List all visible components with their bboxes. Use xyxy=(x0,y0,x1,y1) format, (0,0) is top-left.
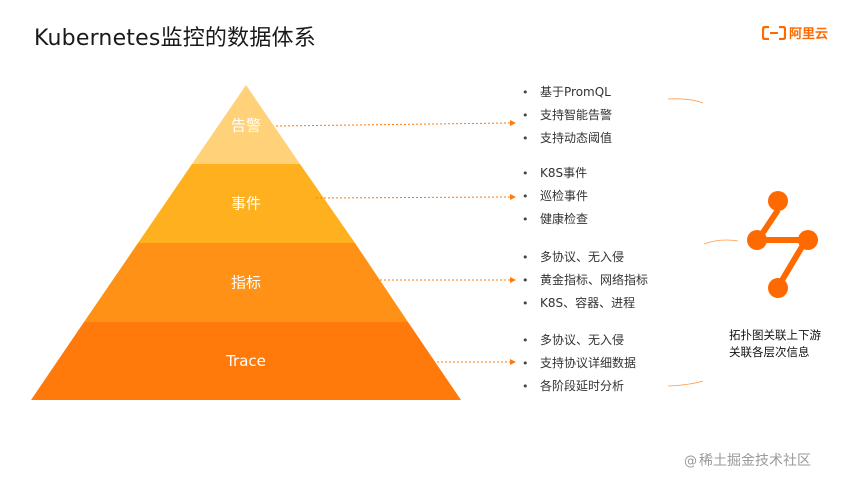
list-item: 多协议、无入侵 xyxy=(522,329,636,352)
tier-label-event: 事件 xyxy=(230,194,262,213)
watermark-text: 稀土掘金技术社区 xyxy=(699,453,811,469)
pyramid-tier-metric xyxy=(84,243,408,322)
bracket-curve-bottom xyxy=(667,380,704,387)
list-item: 支持协议详细数据 xyxy=(522,352,636,375)
pyramid-tier-alert xyxy=(192,85,300,164)
topology-caption-line2: 关联各层次信息 xyxy=(729,345,810,359)
bullet-list-trace: 多协议、无入侵 支持协议详细数据 各阶段延时分析 xyxy=(522,329,636,398)
tier-label-trace: Trace xyxy=(226,352,266,370)
tier-label-metric: 指标 xyxy=(230,273,262,292)
topology-share-icon xyxy=(747,191,818,298)
pyramid-tier-event xyxy=(138,164,355,243)
list-item: 健康检查 xyxy=(522,208,588,231)
bullet-list-event: K8S事件 巡检事件 健康检查 xyxy=(522,162,588,231)
bracket-curve-top xyxy=(667,98,704,104)
list-item: K8S事件 xyxy=(522,162,588,185)
bullet-list-alert: 基于PromQL 支持智能告警 支持动态阈值 xyxy=(522,81,612,150)
watermark: @稀土掘金技术社区 xyxy=(684,450,811,470)
list-item: 巡检事件 xyxy=(522,185,588,208)
tier-label-alert: 告警 xyxy=(230,116,262,135)
brand-name: 阿里云 xyxy=(789,27,829,42)
list-item: 多协议、无入侵 xyxy=(522,246,648,269)
connector-event xyxy=(315,196,511,199)
alibaba-cloud-logo-icon xyxy=(762,25,786,40)
topology-caption-line1: 拓扑图关联上下游 xyxy=(729,328,821,342)
bracket-curve-mid xyxy=(703,239,739,245)
page-title: Kubernetes监控的数据体系 xyxy=(34,26,316,51)
list-item: 黄金指标、网络指标 xyxy=(522,269,648,292)
list-item: 支持动态阈值 xyxy=(522,127,612,150)
list-item: K8S、容器、进程 xyxy=(522,292,648,315)
list-item: 各阶段延时分析 xyxy=(522,375,636,398)
list-item: 支持智能告警 xyxy=(522,104,612,127)
brand-logo: 阿里云 xyxy=(762,23,828,42)
list-item: 基于PromQL xyxy=(522,81,612,104)
watermark-at: @ xyxy=(684,454,697,469)
pyramid-tier-trace xyxy=(31,322,461,400)
bullet-list-metric: 多协议、无入侵 黄金指标、网络指标 K8S、容器、进程 xyxy=(522,246,648,315)
topology-caption: 拓扑图关联上下游 关联各层次信息 xyxy=(729,327,821,361)
connector-alert xyxy=(275,122,511,127)
